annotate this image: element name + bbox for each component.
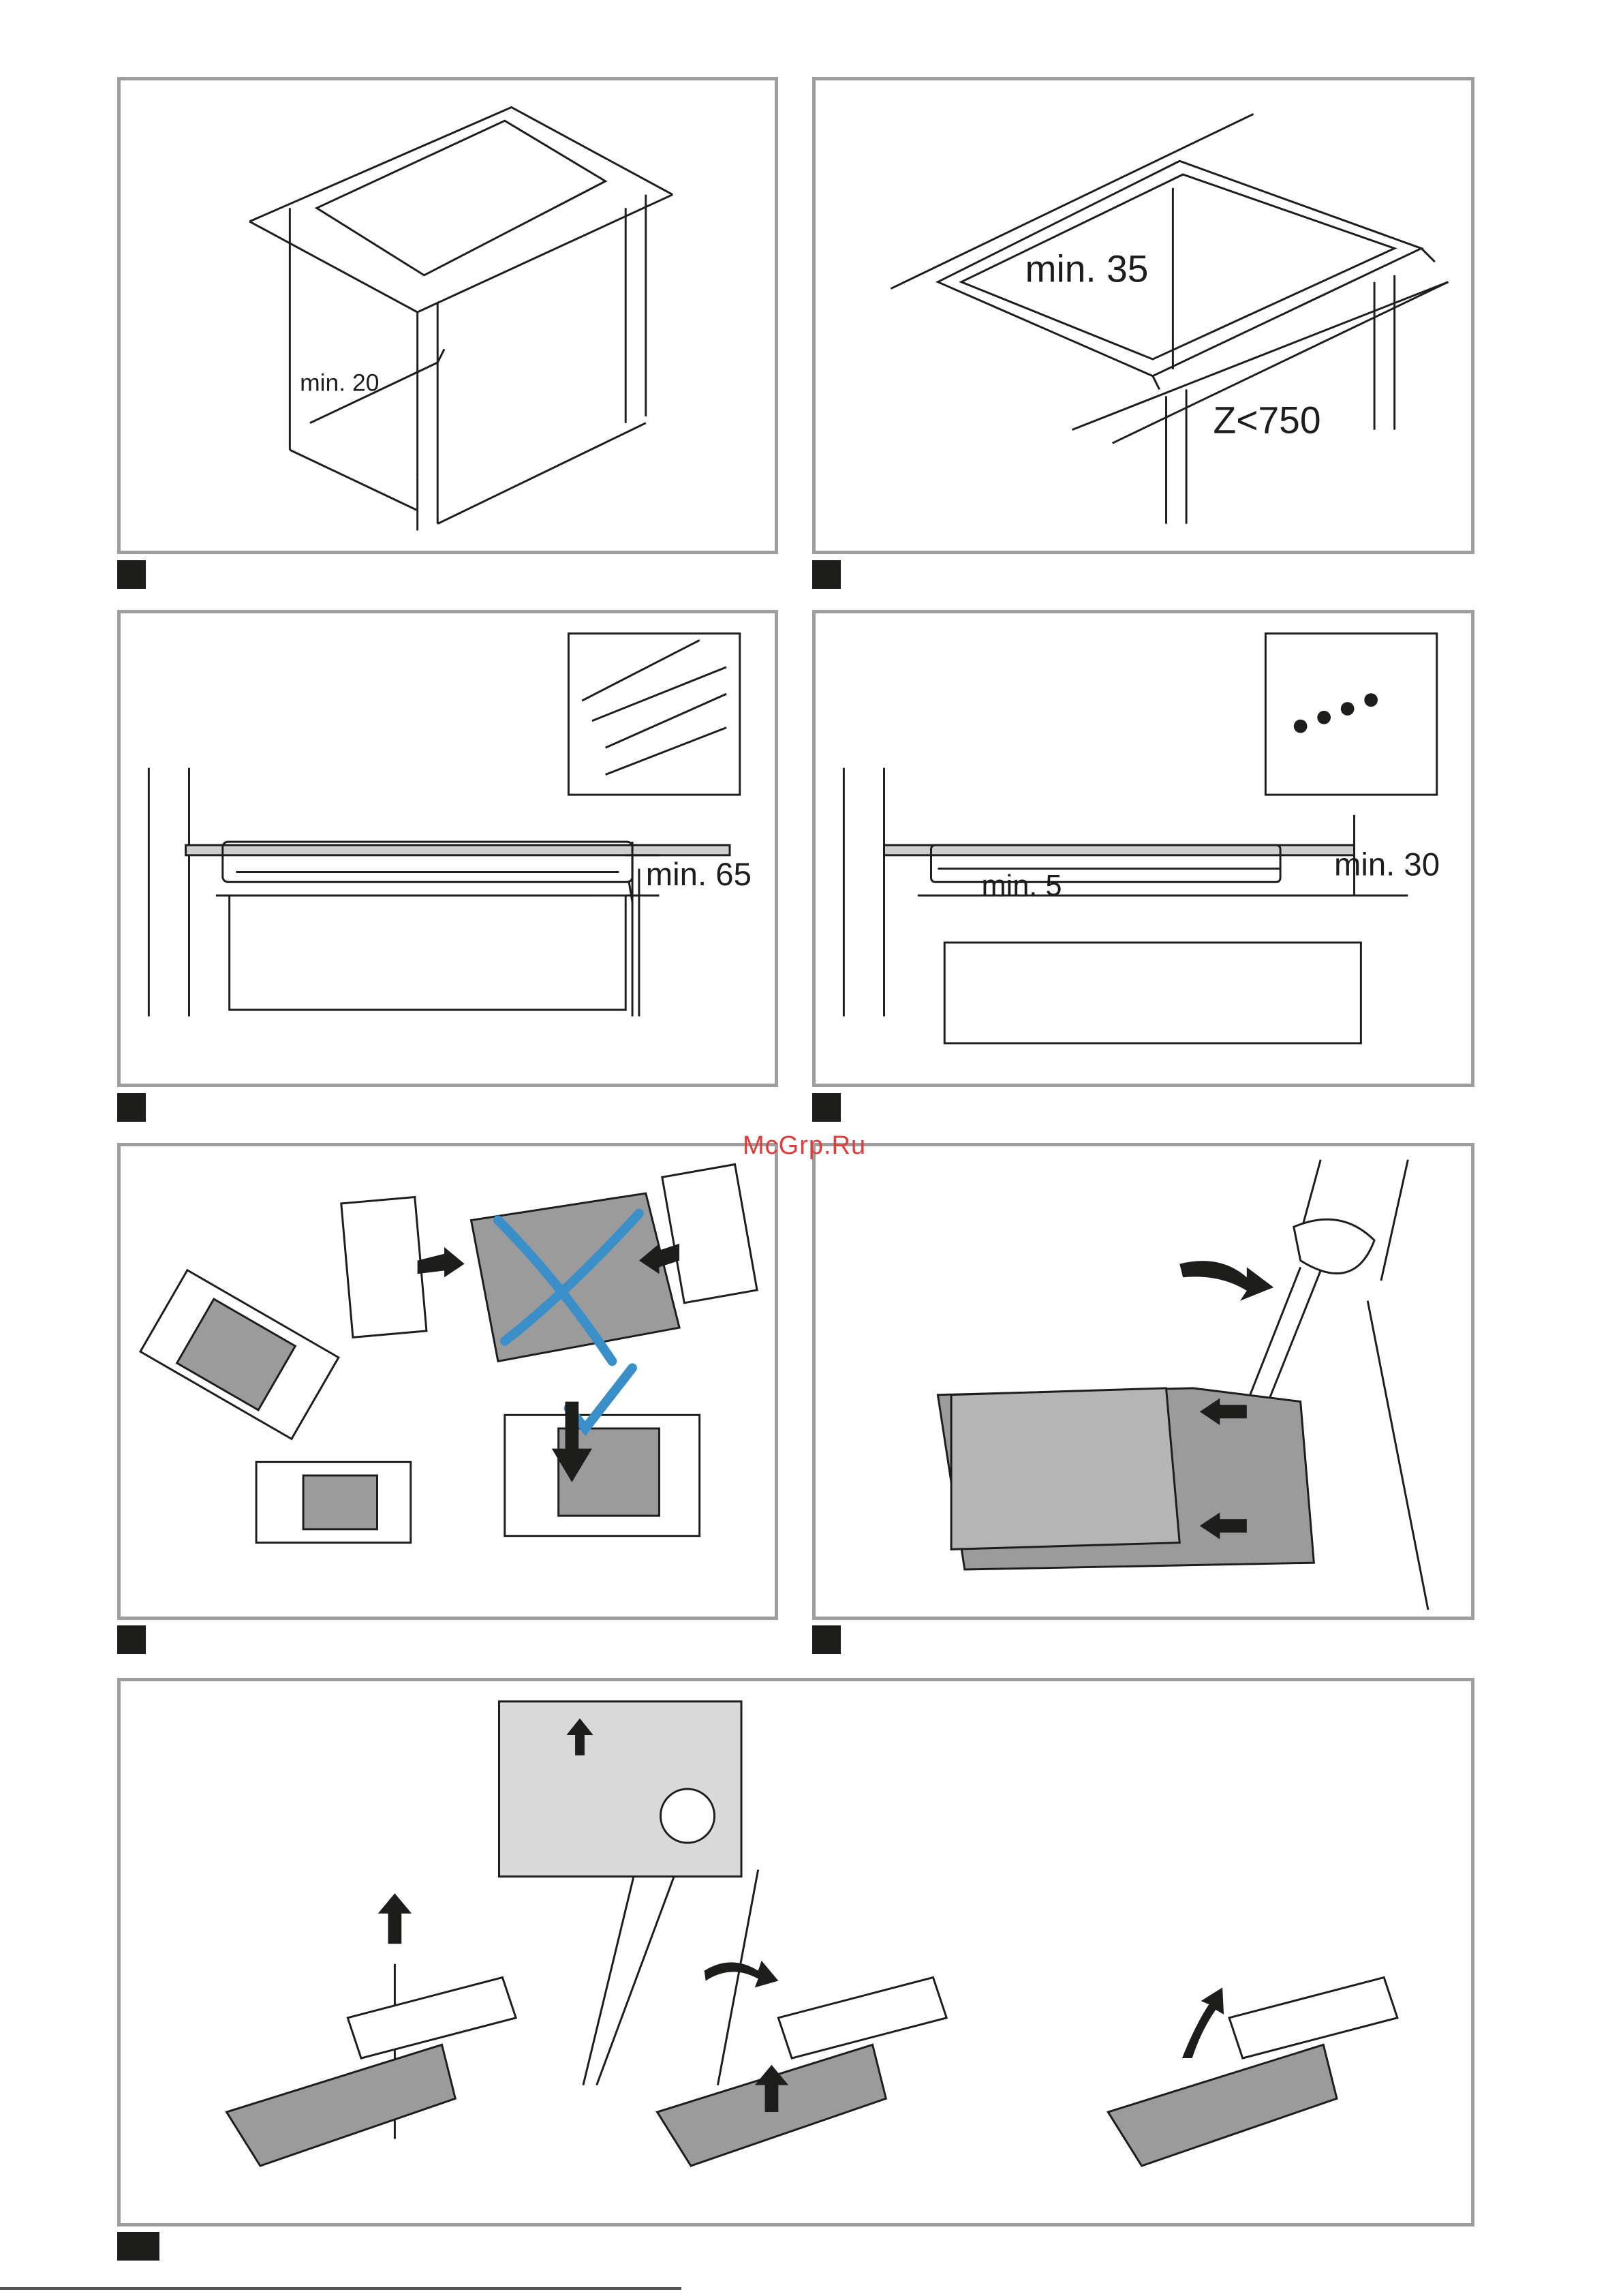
- oven-clearance-drawing: min. 5 min. 30: [816, 613, 1471, 1084]
- countertop-cutout-drawing: min. 35 Z<750: [816, 80, 1471, 551]
- detail-inset: [499, 1702, 741, 1877]
- step-badge-5: [117, 1625, 146, 1654]
- min-gap-label: min. 5: [981, 870, 1062, 902]
- step-badge-1: [117, 560, 146, 589]
- diagram-panel-4: min. 5 min. 30: [812, 610, 1474, 1087]
- drawer-clearance-drawing: min. 65: [121, 613, 775, 1084]
- step-badge-6: [812, 1625, 841, 1654]
- filter-insertion-drawing: [121, 1146, 775, 1617]
- step-badge-2: [812, 560, 841, 589]
- step-badge-3: [117, 1093, 146, 1122]
- clip-removal-drawing: [121, 1681, 1471, 2223]
- diagram-panel-1: min. 20: [117, 77, 778, 554]
- min-top-label: min. 30: [1334, 846, 1440, 883]
- step-badge-4: [812, 1093, 841, 1122]
- step-badge-7: [117, 2232, 159, 2261]
- diagram-panel-7: [117, 1678, 1474, 2226]
- cabinet-cutout-drawing: min. 20: [121, 80, 775, 551]
- diagram-panel-5: [117, 1143, 778, 1620]
- min-depth-label: min. 35: [1025, 248, 1149, 290]
- watermark-text: McGrp.Ru: [743, 1131, 866, 1161]
- screwdriver-removal-drawing: [816, 1146, 1471, 1617]
- max-width-label: Z<750: [1214, 399, 1321, 442]
- diagram-panel-6: [812, 1143, 1474, 1620]
- min-clearance-label: min. 65: [646, 857, 752, 893]
- diagram-panel-2: min. 35 Z<750: [812, 77, 1474, 554]
- footer-rule: [0, 2287, 681, 2290]
- diagram-panel-3: min. 65: [117, 610, 778, 1087]
- dimension-label: min. 20: [300, 369, 379, 396]
